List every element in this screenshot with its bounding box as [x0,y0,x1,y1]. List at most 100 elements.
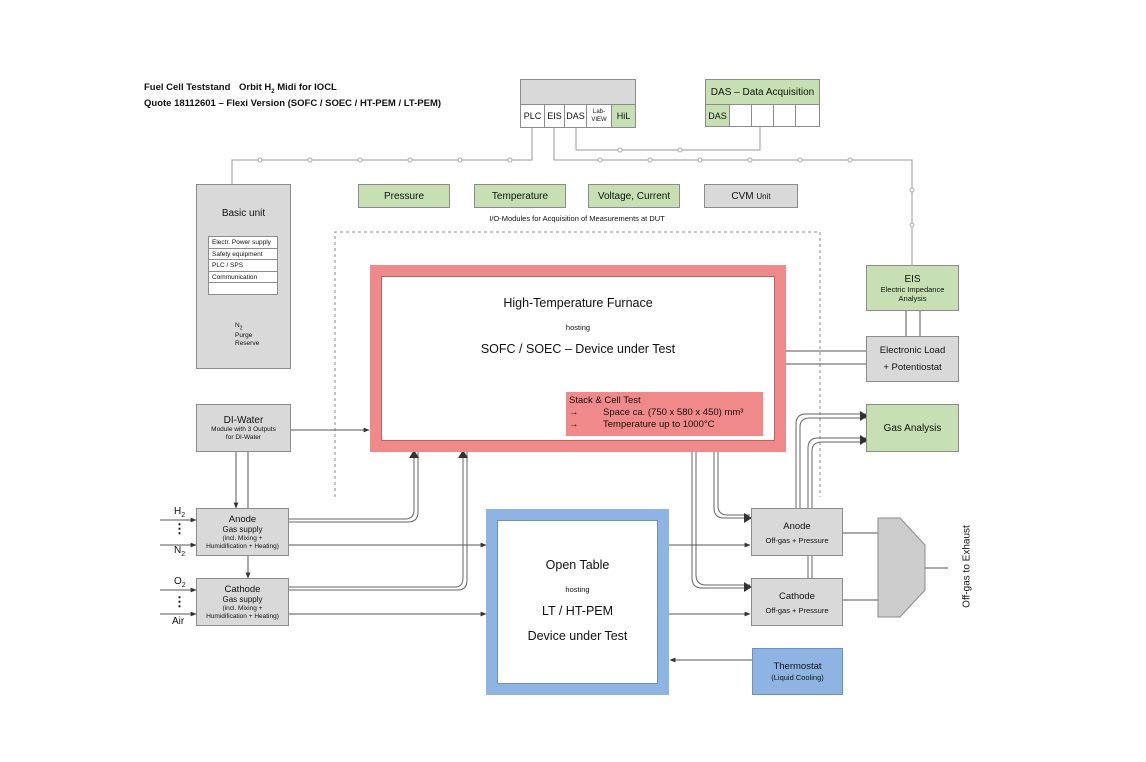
basic-unit-block: Basic unit Electr. Power supply Safety e… [196,184,291,369]
di-water-title: DI-Water [223,414,264,426]
controller-block: PLC EIS DAS Lab- VIEW HiL [520,79,636,128]
basic-unit-title: Basic unit [221,208,266,219]
das-title: DAS – Data Acquisition [710,86,815,98]
purge-label-part: Reserve [235,340,260,348]
io-caption: I/O-Modules for Acquisition of Measureme… [489,214,665,223]
document-title: Fuel Cell Teststand Orbit H2 Midi for IO… [144,82,441,110]
purge-label-part: N [235,322,240,329]
purge-reserve-label: N2 Purge Reserve [235,322,259,348]
electronic-load-block: Electronic Load + Potentiostat [866,336,959,382]
open-table-dut-2: Device under Test [527,629,628,643]
title-part: Midi for IOCL [274,82,337,93]
gas-label-part: O [174,576,182,587]
title-part: Fuel Cell Teststand [144,82,231,93]
exhaust-label: Off-gas to Exhaust [961,525,973,608]
eis-title: EIS [904,273,921,285]
gas-label-sub: 2 [181,582,186,589]
eload-line: + Potentiostat [883,362,942,373]
title-subscript: 2 [271,88,275,95]
gas-label-sub: 2 [181,512,186,519]
eis-line: Analysis [898,293,927,303]
io-pressure: Pressure [358,184,450,208]
eload-line: Electronic Load [879,345,946,356]
communication-bus [231,127,913,265]
di-water-block: DI-Water Module with 3 Outputs for DI-Wa… [196,404,291,452]
cathode-supply-line: (incl. Mixing + [222,604,263,612]
controller-cell-eis: EIS [545,105,565,127]
cathode-gas-supply-block: Cathode Gas supply (incl. Mixing + Humid… [196,578,289,626]
basic-unit-list: Electr. Power supply Safety equipment PL… [208,236,278,295]
das-channel [752,105,774,126]
purge-label-part: Purge [235,332,253,340]
cathode-offgas-title: Cathode [779,591,815,602]
anode-supply-line: Gas supply [222,524,263,534]
stack-temperature: Temperature up to 1000°C [603,419,715,430]
controller-cells: PLC EIS DAS Lab- VIEW HiL [521,104,635,127]
das-channel [774,105,796,126]
stack-space: Space ca. (750 x 580 x 450) mm³ [603,407,744,418]
anode-offgas-block: Anode Off-gas + Pressure [751,508,843,556]
das-channel [730,105,752,126]
open-table-title: Open Table [545,558,610,572]
gas-label-dots: ⋮ [173,521,186,536]
stack-cell-test-box: Stack & Cell Test → Space ca. (750 x 580 … [566,392,763,436]
furnace-dut: SOFC / SOEC – Device under Test [480,342,676,356]
title-line-1: Fuel Cell Teststand Orbit H2 Midi for IO… [144,82,441,98]
gas-analysis-block: Gas Analysis [866,404,959,452]
basic-unit-item [209,283,277,295]
gas-label-dots: ⋮ [173,594,186,609]
io-temperature: Temperature [474,184,566,208]
gas-label-h2: H2 [174,506,185,519]
basic-unit-item: Communication [209,272,277,283]
cathode-offgas-block: Cathode Off-gas + Pressure [751,578,843,626]
gas-label-part: H [174,506,182,517]
title-line-2: Quote 18112601 – Flexi Version (SOFC / S… [144,97,442,109]
das-channel [796,105,819,126]
exhaust-collector [877,517,926,618]
bullet-arrow: → [569,407,579,418]
anode-offgas-title: Anode [783,521,811,532]
bullet-arrow: → [569,419,579,430]
furnace-title: High-Temperature Furnace [503,296,653,310]
anode-gas-supply-block: Anode Gas supply (incl. Mixing + Humidif… [196,508,289,556]
controller-cell-labview: Lab- VIEW [587,105,612,127]
eis-block: EIS Electric Impedance Analysis [866,265,959,311]
anode-supply-title: Anode [228,513,257,525]
di-water-line: Module with 3 Outputs [211,425,276,433]
cvm-label: CVM [731,190,754,202]
gas-label-air: Air [172,616,185,627]
open-table-hosting: hosting [565,585,590,594]
cathode-supply-line: Humidification + Heating) [206,612,279,620]
basic-unit-item: Safety equipment [209,249,277,260]
cathode-offgas-line: Off-gas + Pressure [765,606,829,615]
das-channels: DAS [706,104,819,126]
cvm-unit-label: Unit [756,191,771,201]
gas-label-sub: 2 [181,551,186,558]
cathode-supply-title: Cathode [224,583,261,595]
basic-unit-item: PLC / SPS [209,260,277,272]
anode-offgas-line: Off-gas + Pressure [765,536,829,545]
di-water-line: for DI-Water [225,433,262,441]
open-table: Open Table hosting LT / HT-PEM Device un… [486,509,669,695]
eis-line: Electric Impedance [880,284,945,294]
title-part: Orbit H [239,82,272,93]
io-voltage-current: Voltage, Current [588,184,680,208]
controller-cell-hil: HiL [612,105,635,127]
controller-cell-das: DAS [565,105,587,127]
thermostat-title: Thermostat [773,660,822,672]
purge-label-sub: 2 [239,325,243,332]
stack-title: Stack & Cell Test [569,395,641,406]
gas-label-n2: N2 [174,545,185,558]
basic-unit-item: Electr. Power supply [209,237,277,249]
io-cvm-unit: CVM Unit [704,184,798,208]
controller-cell-plc: PLC [521,105,545,127]
gas-label-part: N [174,545,182,556]
thermostat-block: Thermostat (Liquid Cooling) [752,648,843,695]
das-block: DAS – Data Acquisition DAS [705,79,820,127]
thermostat-line: (Liquid Cooling) [771,672,824,682]
open-table-dut: LT / HT-PEM [541,604,614,618]
cathode-supply-line: Gas supply [222,594,263,604]
anode-supply-line: Humidification + Heating) [206,542,279,550]
furnace-hosting: hosting [565,323,591,332]
